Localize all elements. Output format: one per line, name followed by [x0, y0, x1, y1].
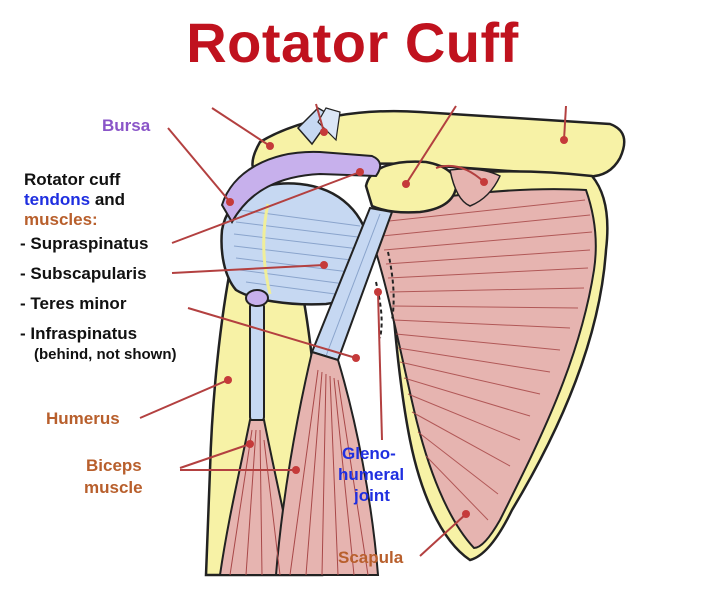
and-word: and — [90, 190, 126, 209]
gleno-label-line1: Gleno- — [342, 444, 396, 463]
subscapularis-muscle — [371, 188, 597, 550]
coracoid-muscle — [449, 168, 501, 207]
tendon-knob — [245, 289, 269, 307]
gleno-label-line2: humeral — [338, 465, 405, 484]
rotator-cuff-heading-line2: tendons and — [24, 190, 125, 210]
biceps-label-line1: Biceps — [86, 456, 142, 475]
scapula-label: Scapula — [338, 548, 404, 567]
biceps-muscle-long — [274, 350, 380, 576]
biceps-short-tendon — [249, 301, 265, 423]
tendons-word: tendons — [24, 190, 91, 209]
ligament — [317, 107, 341, 142]
bursa-sac — [220, 150, 382, 225]
rotator-cuff-heading: Rotator cuff — [24, 170, 121, 189]
infraspinatus-note: (behind, not shown) — [34, 346, 177, 363]
biceps-label-line2: muscle — [84, 478, 143, 497]
teres-minor-label: - Teres minor — [20, 294, 127, 313]
humerus-label: Humerus — [46, 409, 120, 428]
page-title: Rotator Cuff — [186, 11, 519, 74]
leader-dots — [224, 128, 568, 518]
muscles-word: muscles: — [24, 210, 98, 229]
tendon-strand — [262, 203, 272, 295]
gleno-label-line3: joint — [354, 486, 390, 505]
bursa-label: Bursa — [102, 116, 151, 135]
leader-lines — [139, 103, 567, 557]
supraspinatus-label: - Supraspinatus — [20, 234, 149, 253]
subscapularis-label: - Subscapularis — [20, 264, 147, 283]
infraspinatus-label: - Infraspinatus — [20, 324, 138, 343]
